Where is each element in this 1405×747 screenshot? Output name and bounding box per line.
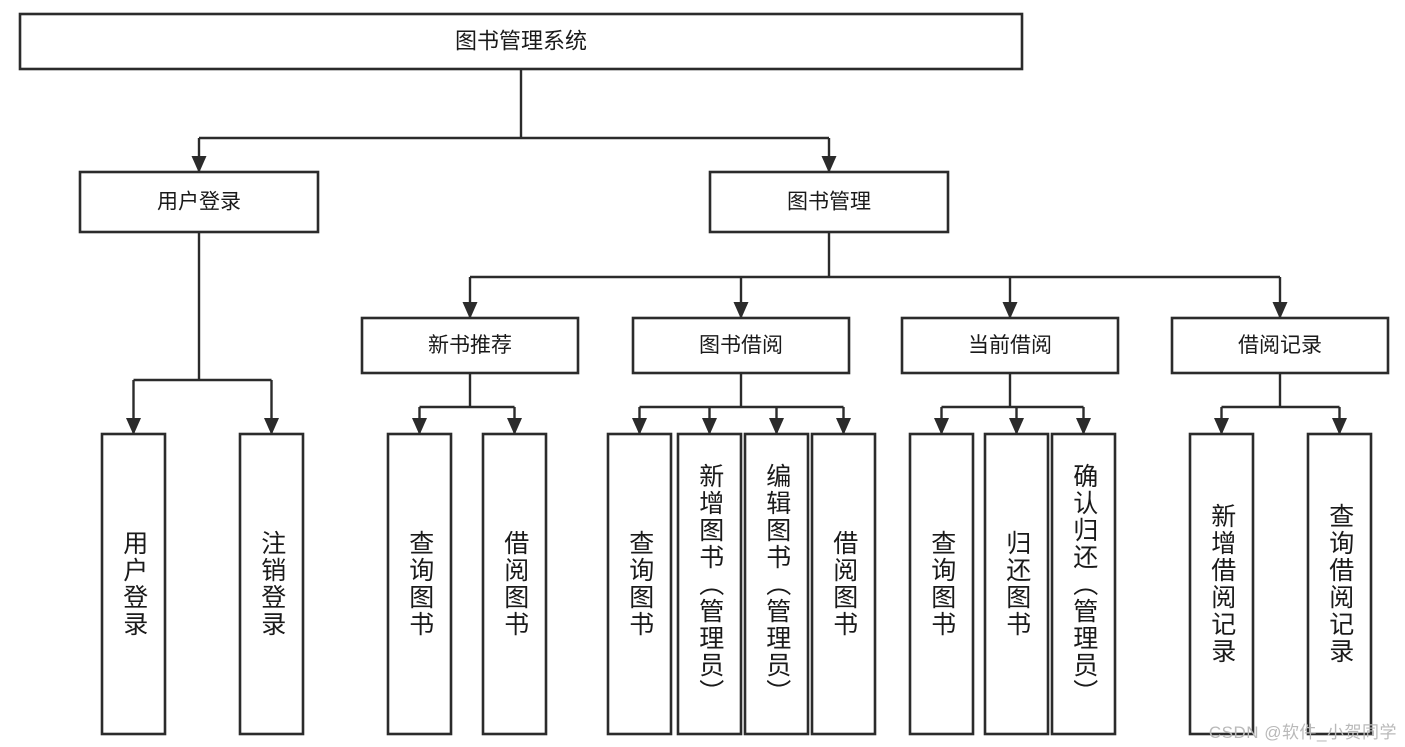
leaf-node-leaf-edit-book-admin[interactable] [743,432,810,736]
arrow-head-icon [126,418,141,435]
leaf-node-leaf-add-borrow-record-rect [1188,432,1255,736]
arrow-head-icon [412,418,427,435]
arrow-head-icon [632,418,647,435]
arrow-head-icon [1332,418,1347,435]
node-book-management[interactable]: 图书管理 [708,170,950,234]
node-borrow-record[interactable]: 借阅记录 [1170,316,1390,375]
leaf-node-leaf-confirm-return-admin[interactable] [1050,432,1117,736]
arrow-head-icon [507,418,522,435]
root-node-book-management-system[interactable]: 图书管理系统 [18,12,1024,71]
arrow-head-icon [1002,302,1018,319]
arrow-head-icon [836,418,851,435]
leaf-node-leaf-query-book-3-rect [908,432,975,736]
node-new-book-recommend-rect [360,316,580,375]
arrow-head-icon [1214,418,1229,435]
node-new-book-recommend[interactable]: 新书推荐 [360,316,580,375]
node-book-borrow[interactable]: 图书借阅 [631,316,851,375]
leaf-node-leaf-query-borrow-record-rect [1306,432,1373,736]
leaf-node-leaf-add-book-admin[interactable] [676,432,743,736]
node-book-management-label: 图书管理 [787,191,871,214]
arrow-head-icon [769,418,784,435]
leaf-node-leaf-return-book-rect [983,432,1050,736]
node-user-login-rect [78,170,320,234]
leaf-node-leaf-edit-book-admin-rect [743,432,810,736]
node-user-login-label: 用户登录 [157,191,241,214]
arrow-head-icon [1009,418,1024,435]
node-book-management-rect [708,170,950,234]
leaf-node-leaf-query-book-2[interactable] [606,432,673,736]
leaf-node-leaf-borrow-book-2-rect [810,432,877,736]
leaf-node-leaf-confirm-return-admin-rect [1050,432,1117,736]
arrow-head-icon [191,156,207,173]
root-node-book-management-system-rect [18,12,1024,71]
node-current-borrow[interactable]: 当前借阅 [900,316,1120,375]
node-new-book-recommend-label: 新书推荐 [428,334,512,357]
node-book-borrow-label: 图书借阅 [699,334,783,357]
leaf-node-leaf-user-logout[interactable] [238,432,305,736]
watermark-text: CSDN @软件_小贺同学 [1208,723,1397,742]
leaf-node-leaf-return-book[interactable] [983,432,1050,736]
arrow-head-icon [733,302,749,319]
node-current-borrow-label: 当前借阅 [968,334,1052,357]
node-borrow-record-label: 借阅记录 [1238,334,1322,357]
leaf-node-leaf-query-borrow-record[interactable] [1306,432,1373,736]
leaf-node-leaf-user-login-rect [100,432,167,736]
arrow-head-icon [821,156,837,173]
leaf-node-leaf-borrow-book-2[interactable] [810,432,877,736]
arrow-head-icon [702,418,717,435]
leaf-node-leaf-user-login[interactable] [100,432,167,736]
arrow-head-icon [934,418,949,435]
node-user-login[interactable]: 用户登录 [78,170,320,234]
leaf-node-leaf-borrow-book-1-rect [481,432,548,736]
leaf-node-leaf-query-book-1-rect [386,432,453,736]
leaf-node-leaf-user-logout-rect [238,432,305,736]
leaf-node-leaf-add-borrow-record[interactable] [1188,432,1255,736]
leaf-node-leaf-add-book-admin-rect [676,432,743,736]
leaf-node-leaf-query-book-3[interactable] [908,432,975,736]
node-book-borrow-rect [631,316,851,375]
leaf-node-leaf-query-book-2-rect [606,432,673,736]
node-borrow-record-rect [1170,316,1390,375]
leaf-node-leaf-query-book-1[interactable] [386,432,453,736]
arrow-head-icon [264,418,279,435]
arrow-head-icon [462,302,478,319]
arrow-head-icon [1272,302,1288,319]
node-current-borrow-rect [900,316,1120,375]
leaf-node-leaf-borrow-book-1[interactable] [481,432,548,736]
arrow-head-icon [1076,418,1091,435]
connector-lines [126,69,1347,435]
root-node-book-management-system-label: 图书管理系统 [455,28,587,53]
